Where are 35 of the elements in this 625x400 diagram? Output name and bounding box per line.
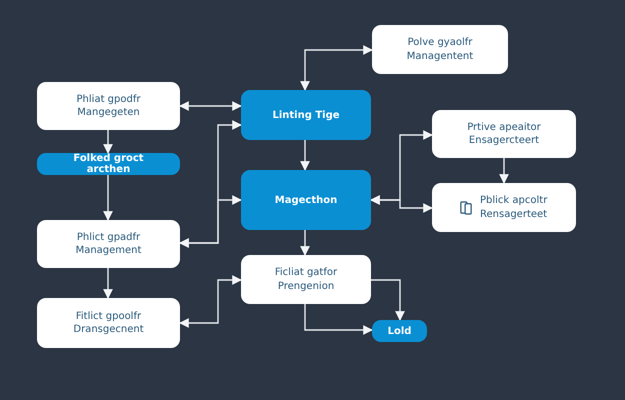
arrow [300, 45, 373, 91]
node-text: Folked groct arcthen [72, 153, 145, 175]
process-box [37, 82, 180, 130]
node-text: Phliat gpodfr Mangegeten [76, 92, 142, 120]
arrow [103, 130, 113, 154]
node-text: Magecthon [274, 194, 338, 206]
process-box [432, 110, 576, 158]
node-text: Linting Tige [272, 110, 340, 120]
node-text: Polve gyaolfr Managentent [406, 36, 474, 63]
arrow [103, 268, 113, 299]
highlight-box [241, 90, 371, 140]
arrow [179, 275, 242, 328]
node-text: Ficliat gatfor Prengenion [274, 266, 338, 293]
node-text: Lold [388, 326, 412, 336]
process-box [432, 183, 576, 232]
process-box [37, 298, 180, 348]
node-text: Fitlict gpoolfr Dransgecnent [72, 310, 145, 336]
highlight-box [241, 170, 371, 230]
process-box [241, 255, 371, 304]
node-text: Phlict gpadfr Management [74, 230, 142, 258]
arrow [300, 230, 310, 256]
arrow [179, 195, 242, 248]
arrow [371, 279, 405, 321]
node-text: Prtive apeaitor Ensagercteert [466, 120, 542, 148]
arrow [179, 101, 242, 111]
process-box [37, 220, 180, 268]
highlight-box [372, 320, 427, 342]
process-box [372, 25, 508, 74]
highlight-box [37, 153, 180, 175]
arrow [300, 140, 310, 171]
arrow [499, 158, 509, 184]
arrow [103, 175, 113, 221]
node-text: Pblick apcoltr Rensagerteet [480, 194, 548, 221]
arrow [370, 195, 433, 213]
arrow [304, 304, 373, 335]
